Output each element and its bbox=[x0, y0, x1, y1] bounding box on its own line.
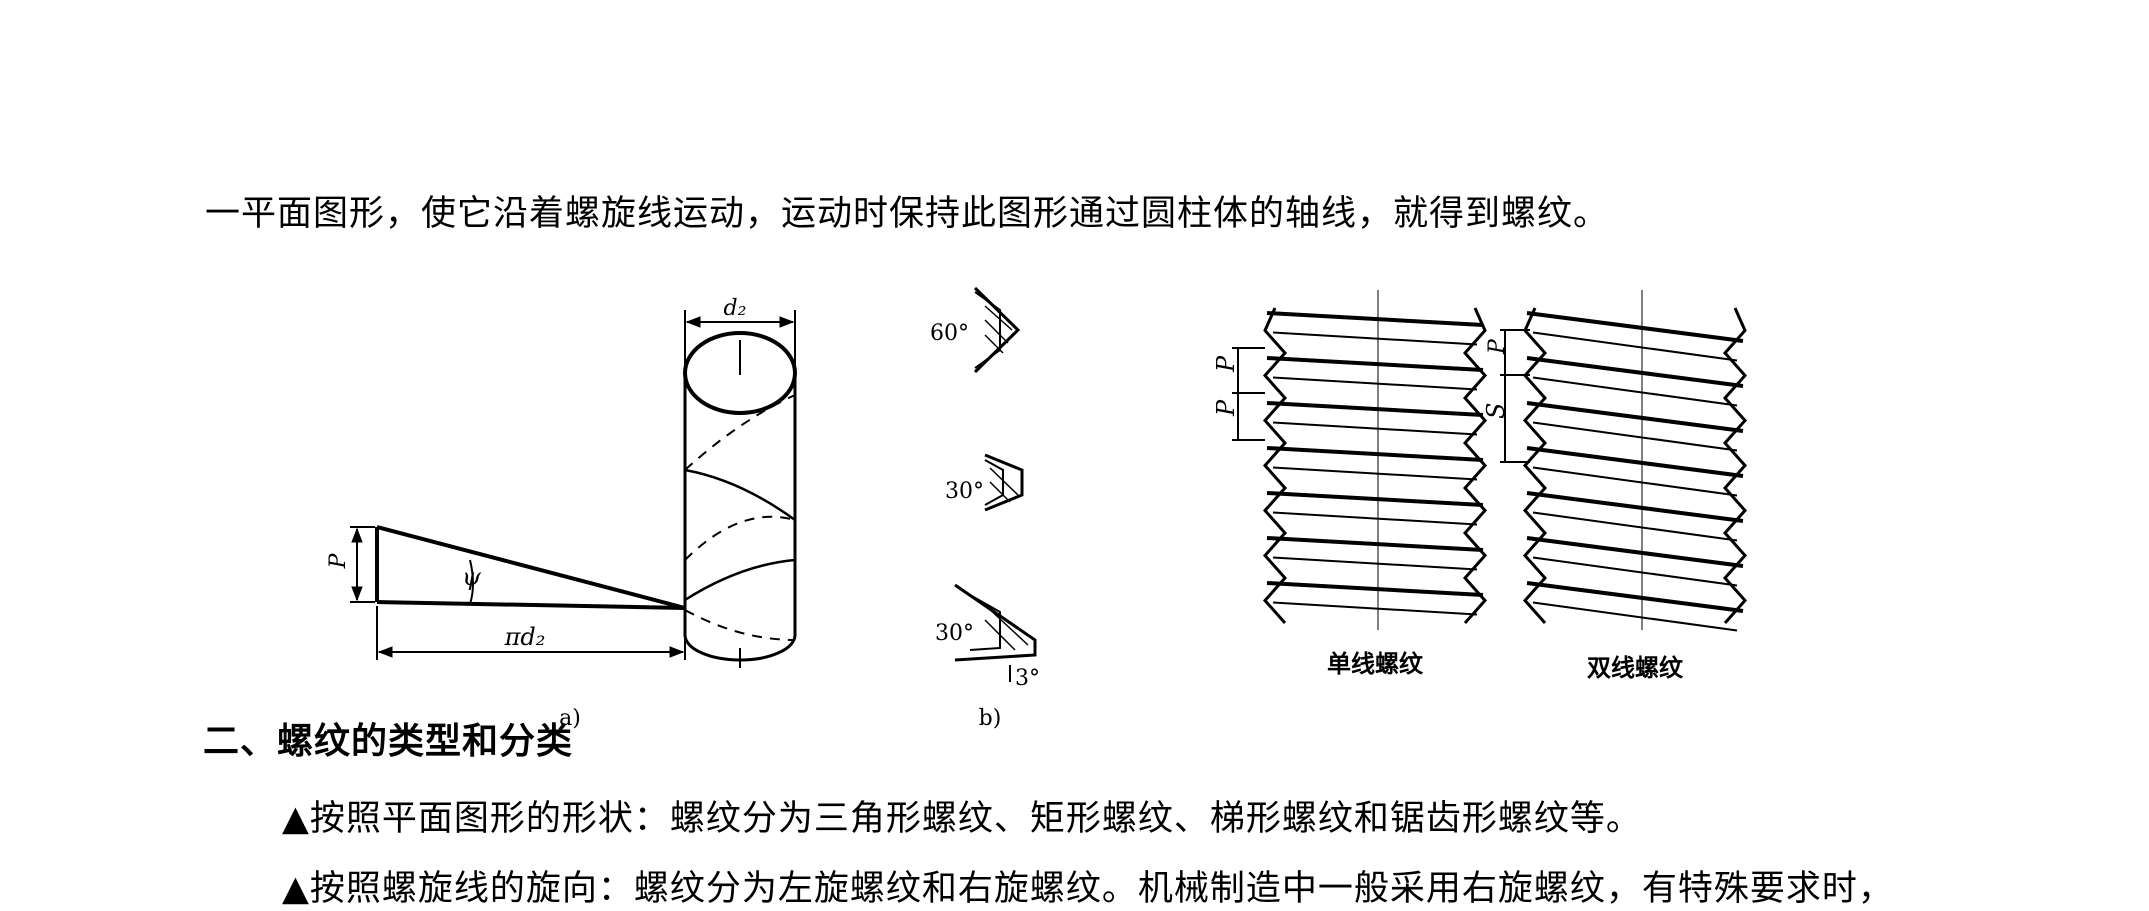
p-label-c1: P bbox=[1212, 355, 1240, 373]
thread-crest bbox=[1526, 536, 1744, 568]
thread-flank bbox=[1522, 307, 1548, 624]
thread-dimensions bbox=[1232, 290, 1643, 630]
thread-crest bbox=[1526, 446, 1744, 478]
figure-a-helix bbox=[350, 310, 797, 668]
thread-crest bbox=[1266, 311, 1484, 327]
caption-a: a) bbox=[559, 706, 581, 731]
thread-root bbox=[1532, 601, 1738, 632]
psi-label: ψ bbox=[462, 563, 482, 591]
thread-crest bbox=[1266, 536, 1484, 552]
angle-30-label-1: 30° bbox=[945, 479, 984, 504]
thread-flank bbox=[1722, 307, 1748, 624]
thread-root bbox=[1532, 376, 1738, 407]
intro-paragraph: 一平面图形，使它沿着螺旋线运动，运动时保持此图形通过圆柱体的轴线，就得到螺纹。 bbox=[205, 194, 1610, 234]
thread-crest bbox=[1526, 311, 1744, 343]
thread-root bbox=[1532, 556, 1738, 587]
thread-root bbox=[1272, 556, 1478, 571]
double-thread-diagram bbox=[1522, 307, 1748, 632]
thread-flank bbox=[1462, 307, 1488, 624]
bullet-direction: ▲按照螺旋线的旋向：螺纹分为左旋螺纹和右旋螺纹。机械制造中一般采用右旋螺纹，有特… bbox=[282, 869, 1894, 909]
thread-crest bbox=[1266, 446, 1484, 462]
double-thread-label: 双线螺纹 bbox=[1587, 654, 1684, 682]
p-label-c2: P bbox=[1212, 399, 1240, 417]
thread-crest bbox=[1266, 491, 1484, 507]
thread-root bbox=[1532, 466, 1738, 497]
thread-root bbox=[1272, 376, 1478, 391]
thread-root bbox=[1532, 511, 1738, 542]
figure-b-profiles bbox=[954, 286, 1037, 682]
thread-crest bbox=[1526, 581, 1744, 613]
thread-root bbox=[1272, 331, 1478, 346]
thread-root bbox=[1532, 331, 1738, 362]
p-label-c3: P bbox=[1485, 338, 1510, 355]
thread-crest bbox=[1526, 401, 1744, 433]
thread-crest bbox=[1526, 356, 1744, 388]
single-thread-diagram bbox=[1262, 307, 1488, 624]
angle-60-label: 60° bbox=[930, 321, 969, 346]
thread-root bbox=[1532, 421, 1738, 452]
caption-b: b) bbox=[979, 706, 1002, 731]
s-label: S bbox=[1482, 403, 1510, 419]
thread-root bbox=[1272, 511, 1478, 526]
thread-flank bbox=[1262, 307, 1288, 624]
single-thread-label: 单线螺纹 bbox=[1327, 650, 1424, 678]
pi-d2-label: πd₂ bbox=[504, 623, 546, 651]
p-label-a: P bbox=[326, 552, 351, 569]
bullet-shape: ▲按照平面图形的形状：螺纹分为三角形螺纹、矩形螺纹、梯形螺纹和锯齿形螺纹等。 bbox=[282, 799, 1642, 839]
thread-crest bbox=[1266, 356, 1484, 372]
d2-label: d₂ bbox=[724, 296, 747, 321]
thread-crest bbox=[1526, 491, 1744, 523]
thread-root bbox=[1272, 601, 1478, 616]
thread-root bbox=[1272, 421, 1478, 436]
angle-30-label-2: 30° bbox=[935, 621, 974, 646]
angle-3-label: 3° bbox=[1015, 666, 1040, 691]
section-heading: 二、螺纹的类型和分类 bbox=[203, 721, 574, 762]
thread-root bbox=[1272, 466, 1478, 481]
thread-crest bbox=[1266, 401, 1484, 417]
thread-crest bbox=[1266, 581, 1484, 597]
